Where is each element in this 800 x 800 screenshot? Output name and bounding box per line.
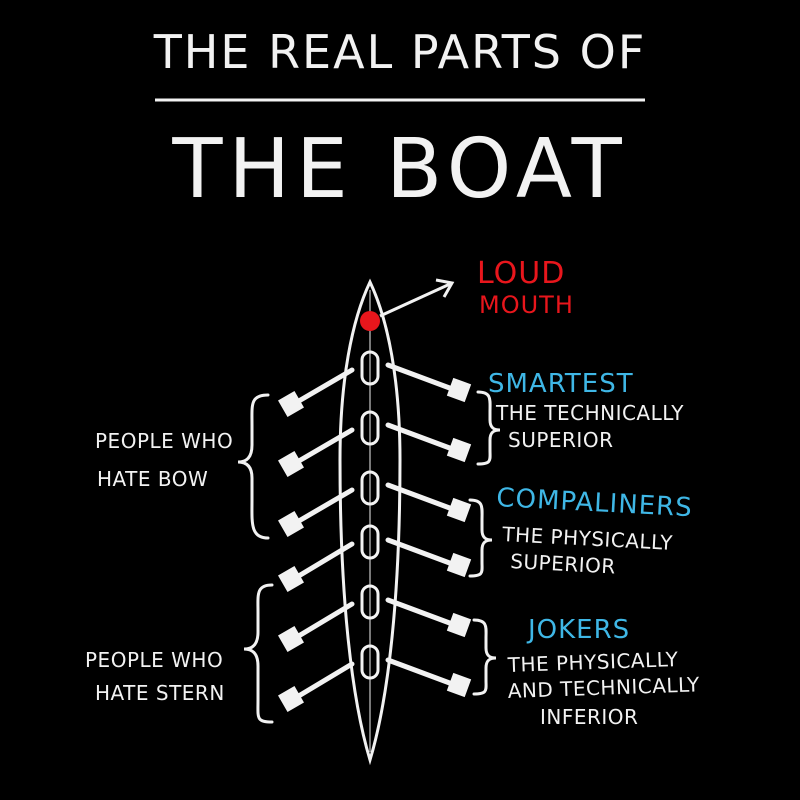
brace-left-bow bbox=[237, 393, 270, 540]
oar-blade-left-4 bbox=[278, 566, 304, 592]
compaliners-title: COMPALINERS bbox=[496, 483, 694, 523]
compaliners-line-2: SUPERIOR bbox=[510, 549, 617, 578]
oar-right-4 bbox=[385, 537, 458, 568]
oar-left-5 bbox=[289, 601, 355, 643]
oar-blade-right-2 bbox=[446, 437, 472, 463]
cox-dot bbox=[360, 311, 380, 331]
title-line-1: THE REAL PARTS OF bbox=[153, 25, 647, 79]
bow-label-line-1: PEOPLE WHO bbox=[95, 429, 233, 453]
jokers-line-3: INFERIOR bbox=[540, 705, 638, 729]
title-line-2: THE BOAT bbox=[171, 122, 627, 217]
brace-right-compaliners bbox=[468, 498, 493, 578]
cox-label-line-1: LOUD bbox=[477, 256, 565, 291]
bow-label-line-2: HATE BOW bbox=[97, 467, 208, 491]
smartest-title: SMARTEST bbox=[488, 369, 634, 399]
oar-blade-left-5 bbox=[278, 626, 304, 652]
rower-seats bbox=[360, 350, 380, 680]
cox-label-line-2: MOUTH bbox=[479, 291, 574, 319]
oar-right-5 bbox=[385, 597, 458, 628]
seat-6 bbox=[360, 644, 380, 680]
oar-blade-right-1 bbox=[446, 377, 472, 403]
oar-blade-left-3 bbox=[278, 511, 304, 537]
oar-blade-right-5 bbox=[446, 612, 472, 638]
brace-right-jokers bbox=[472, 618, 497, 696]
seat-3 bbox=[360, 470, 380, 506]
oar-left-2 bbox=[289, 427, 355, 468]
cox-arrow-head bbox=[435, 278, 455, 298]
oar-blade-right-3 bbox=[446, 497, 472, 523]
cox-arrow-shaft bbox=[379, 282, 451, 318]
oar-left-1 bbox=[289, 367, 355, 408]
oar-blade-right-4 bbox=[446, 552, 472, 578]
jokers-title: JOKERS bbox=[526, 615, 630, 645]
oar-left-3 bbox=[289, 487, 355, 528]
brace-right-smartest bbox=[476, 390, 501, 466]
oar-left-6 bbox=[289, 661, 355, 703]
oar-left-4 bbox=[289, 541, 355, 583]
stern-label-line-1: PEOPLE WHO bbox=[85, 648, 223, 672]
seat-5 bbox=[360, 584, 380, 620]
oar-right-6 bbox=[385, 657, 458, 688]
seat-2 bbox=[360, 410, 380, 446]
smartest-line-1: THE TECHNICALLY bbox=[495, 401, 684, 425]
jokers-line-1: THE PHYSICALLY bbox=[506, 647, 679, 677]
stern-label-line-2: HATE STERN bbox=[95, 681, 225, 705]
smartest-line-2: SUPERIOR bbox=[508, 428, 613, 452]
seat-1 bbox=[360, 350, 380, 386]
brace-left-stern bbox=[243, 583, 274, 724]
oars bbox=[278, 362, 472, 712]
oar-right-1 bbox=[385, 362, 458, 393]
boat-hull bbox=[338, 278, 402, 766]
oar-blade-right-6 bbox=[446, 672, 472, 698]
oar-blade-left-1 bbox=[278, 391, 304, 417]
braces bbox=[237, 390, 501, 724]
oar-blade-left-2 bbox=[278, 451, 304, 477]
oar-right-3 bbox=[385, 482, 458, 513]
oar-right-2 bbox=[385, 422, 458, 453]
oar-blade-left-6 bbox=[278, 686, 304, 712]
seat-4 bbox=[360, 524, 380, 560]
jokers-line-2: AND TECHNICALLY bbox=[507, 672, 700, 703]
